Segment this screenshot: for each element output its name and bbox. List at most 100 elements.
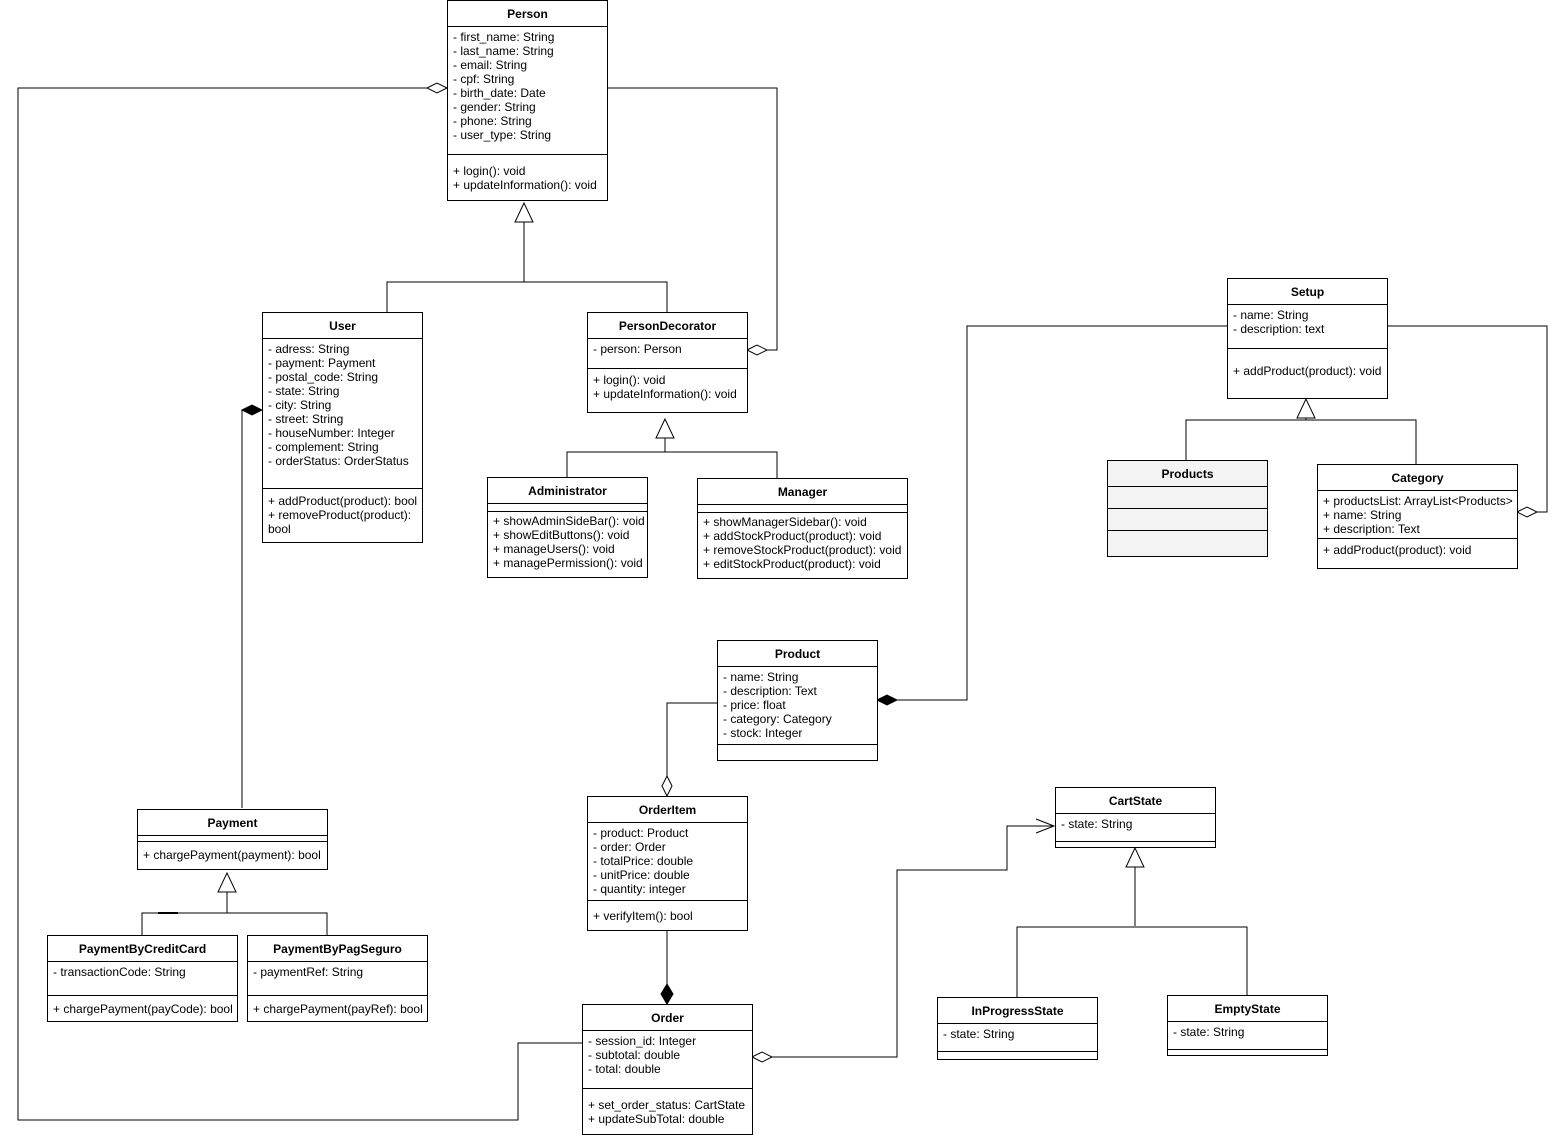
inheritance-line-cartstate-children [1016,926,1248,997]
attribute: - state: String [268,384,340,398]
method: + addProduct(product): void [1233,364,1382,378]
class-cart-state: CartState - state: String [1055,787,1216,848]
method: + updateInformation(): void [593,387,737,401]
attribute: + name: String [1323,508,1402,522]
class-category: Category + productsList: ArrayList<Produ… [1317,464,1518,569]
attributes-section: - adress: String - payment: Payment - po… [263,339,422,489]
class-administrator: Administrator + showAdminSideBar(): void… [487,477,648,578]
attribute: - street: String [268,412,344,426]
composition-diamond-order [660,983,674,1005]
method: + showAdminSideBar(): void [493,514,645,528]
attribute: + description: Text [1323,522,1420,536]
attribute: - subtotal: double [588,1048,681,1062]
inheritance-line-setup-children [1185,419,1417,464]
attribute: - gender: String [453,100,536,114]
class-person: Person - first_name: String - last_name:… [447,0,608,201]
attribute: - stock: Integer [723,726,803,740]
attributes-section: - transactionCode: String [48,962,237,996]
association-arrow-cartstate [1035,818,1056,834]
attribute: - complement: String [268,440,379,454]
methods-section: + showAdminSideBar(): void + showEditBut… [488,512,647,574]
attribute: - unitPrice: double [593,868,690,882]
class-manager: Manager + showManagerSidebar(): void + a… [697,478,908,579]
method: + verifyItem(): bool [593,909,693,923]
class-order-item: OrderItem - product: Product - order: Or… [587,796,748,931]
payment-user-line [241,409,262,808]
order-person-line [17,87,582,1121]
class-title: Setup [1228,279,1387,305]
method: + chargePayment(payRef): bool [253,1002,423,1016]
attributes-section [488,504,647,512]
class-setup: Setup - name: String - description: text… [1227,278,1388,399]
attribute: - houseNumber: Integer [268,426,395,440]
attribute: - first_name: String [453,30,555,44]
attributes-section: + productsList: ArrayList<Products> + na… [1318,491,1517,539]
attributes-section: - state: String [1056,814,1215,842]
inheritance-arrow-person [514,201,534,223]
product-orderitem-line [666,702,717,776]
attributes-section [138,836,327,842]
method: + addStockProduct(product): void [703,529,882,543]
attributes-section: - product: Product - order: Order - tota… [588,823,747,901]
methods-section: + showManagerSidebar(): void + addStockP… [698,513,907,575]
attribute: - person: Person [593,342,682,356]
class-product: Product - name: String - description: Te… [717,640,878,761]
attribute: - state: String [1061,817,1133,831]
method: + showEditButtons(): void [493,528,630,542]
class-title: PaymentByCreditCard [48,936,237,962]
class-title: Person [448,1,607,27]
method: + updateSubTotal: double [588,1112,725,1126]
class-title: Manager [698,479,907,505]
method: + chargePayment(payment): bool [143,848,321,862]
extra-section [1108,531,1267,555]
inheritance-line-user [386,281,668,312]
class-empty-state: EmptyState - state: String [1167,995,1328,1056]
methods-section: + set_order_status: CartState + updateSu… [583,1089,752,1130]
inheritance-arrow-setup [1296,397,1316,419]
method: + removeStockProduct(product): void [703,543,902,557]
attribute: - price: float [723,698,786,712]
attribute: - order: Order [593,840,666,854]
attribute: - total: double [588,1062,661,1076]
attribute: - transactionCode: String [53,965,186,979]
composition-diamond-user [240,404,264,416]
aggregation-diamond-person [425,82,449,94]
class-user: User - adress: String - payment: Payment… [262,312,423,543]
class-title: Administrator [488,478,647,504]
attributes-section [698,505,907,513]
attribute: - category: Category [723,712,832,726]
method: + login(): void [453,164,526,178]
aggregation-diamond-category [1515,506,1539,518]
attributes-section: - session_id: Integer - subtotal: double… [583,1031,752,1089]
class-person-decorator: PersonDecorator - person: Person + login… [587,312,748,413]
method: + login(): void [593,373,666,387]
inheritance-line-admin-manager [566,451,778,478]
method: + editStockProduct(product): void [703,557,881,571]
attribute: - description: Text [723,684,817,698]
inheritance-arrow-payment [217,871,237,893]
methods-section: + addProduct(product): void [1228,349,1387,382]
methods-section: + addProduct(product): void [1318,539,1517,561]
method: + showManagerSidebar(): void [703,515,867,529]
class-title: PersonDecorator [588,313,747,339]
attribute: - orderStatus: OrderStatus [268,454,409,468]
methods-section: + chargePayment(payCode): bool [48,996,237,1020]
attribute: - adress: String [268,342,350,356]
method: + chargePayment(payCode): bool [53,1002,233,1016]
method: + managePermission(): void [493,556,643,570]
method: + set_order_status: CartState [588,1098,746,1112]
class-payment-by-pag-seguro: PaymentByPagSeguro - paymentRef: String … [247,935,428,1022]
class-payment: Payment + chargePayment(payment): bool [137,809,328,870]
attributes-section: - name: String - description: Text - pri… [718,667,877,745]
methods-section: + addProduct(product): bool + removeProd… [263,489,422,540]
attributes-section: - person: Person [588,339,747,369]
attribute: - payment: Payment [268,356,376,370]
inheritance-line-payment-children [141,912,328,935]
method: + addProduct(product): void [1323,543,1472,557]
attribute: - city: String [268,398,332,412]
aggregation-diamond-decorator [745,344,769,356]
order-cartstate-line [772,825,1054,1058]
class-title: InProgressState [938,998,1097,1024]
attribute: - name: String [1233,308,1309,322]
class-title: Order [583,1005,752,1031]
